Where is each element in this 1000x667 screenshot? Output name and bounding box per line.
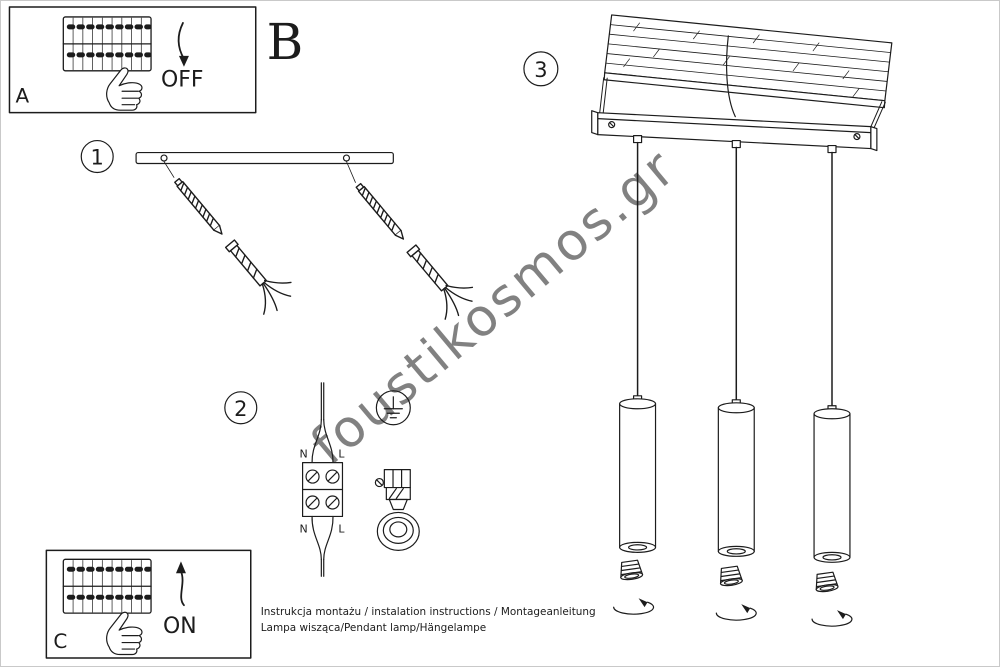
panel-c: ON C <box>45 549 252 659</box>
footer: Instrukcja montażu / instalation instruc… <box>261 606 596 634</box>
footer-line-1: Instrukcja montażu / instalation instruc… <box>261 606 596 618</box>
step-2: 2 N L N L <box>224 382 420 577</box>
step-1-badge <box>80 139 114 174</box>
wire-label-n-top: N <box>299 448 307 461</box>
wire-label-l-top: L <box>338 448 345 461</box>
rotation-arrow-icon <box>613 597 655 615</box>
step-2-number: 2 <box>234 397 247 421</box>
wire-label-n-bottom: N <box>299 522 307 535</box>
canopy-bracket-drawing <box>591 110 878 154</box>
wire-label-l-bottom: L <box>338 522 345 535</box>
power-cord-drawing <box>726 35 736 118</box>
pendant-tube-drawing <box>717 399 755 557</box>
pendant-tube-drawing <box>619 395 657 553</box>
gu10-bulb-drawing <box>618 559 644 582</box>
panel-a-border <box>8 6 257 114</box>
terminal-block-drawing <box>301 382 344 577</box>
ceiling-drawing <box>603 14 893 109</box>
breaker-panel-icon <box>63 17 151 71</box>
lamp-holder-drawing <box>374 468 420 551</box>
screw-anchor-drawing <box>161 165 300 320</box>
rotation-arrow-icon <box>811 609 853 627</box>
step-1: 1 <box>80 139 482 325</box>
rotation-arrow-icon <box>715 603 757 621</box>
step-3: 3 <box>523 14 893 627</box>
arrow-down-icon <box>177 22 189 67</box>
step-2-badge <box>224 391 258 425</box>
mounting-bar-drawing <box>135 151 394 165</box>
on-label: ON <box>163 614 197 639</box>
hand-icon <box>106 611 143 656</box>
panel-c-label: C <box>53 629 67 653</box>
step-3-number: 3 <box>534 58 547 82</box>
gu10-bulb-drawing <box>813 571 840 594</box>
breaker-panel-icon <box>63 559 151 613</box>
off-label: OFF <box>161 68 203 93</box>
hand-icon <box>106 67 143 111</box>
panel-c-border <box>45 549 252 659</box>
leader-line <box>346 161 356 183</box>
panel-a: OFF A <box>8 6 257 114</box>
suspension-cables <box>636 141 833 407</box>
step-1-number: 1 <box>91 146 104 170</box>
step-3-badge <box>523 51 559 87</box>
section-b-label: B <box>267 13 304 71</box>
gu10-bulb-drawing <box>717 565 744 588</box>
pendant-tube-drawing <box>813 405 851 563</box>
arrow-up-icon <box>175 561 186 607</box>
leader-line <box>163 161 175 178</box>
suspension-rods <box>599 77 886 128</box>
footer-line-2: Lampa wisząca/Pendant lamp/Hängelampe <box>261 622 486 634</box>
panel-a-label: A <box>15 84 29 108</box>
ground-symbol-icon <box>375 390 411 426</box>
